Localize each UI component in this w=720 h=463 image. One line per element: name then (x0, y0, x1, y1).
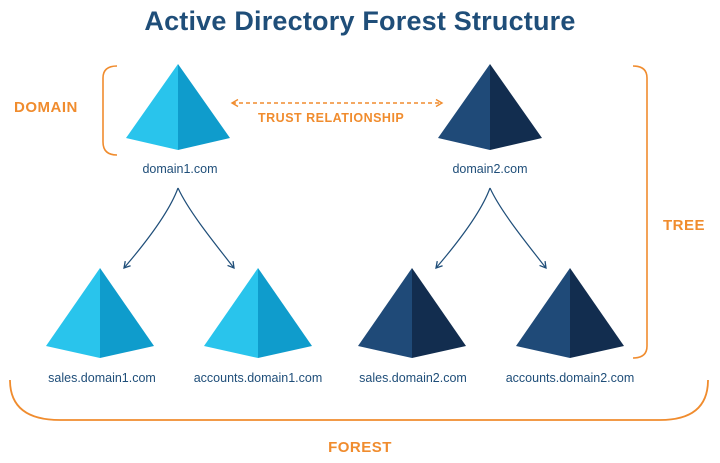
pyramid-domain2 (438, 64, 542, 150)
trust-relationship-label: TRUST RELATIONSHIP (258, 111, 405, 125)
arrow-domain1-to-accounts (177, 187, 235, 270)
arrow-domain2-to-accounts (489, 187, 547, 270)
pyramid-accounts-domain2 (516, 268, 624, 358)
pyramid-sales-domain1 (46, 268, 154, 358)
tree-label: TREE (663, 217, 706, 234)
tree-bracket (632, 65, 648, 359)
accounts-domain1-label: accounts.domain1.com (193, 371, 323, 385)
domain1-label: domain1.com (142, 162, 218, 176)
arrow-domain2-to-sales (435, 187, 491, 269)
pyramid-domain1 (126, 64, 230, 150)
forest-bracket (9, 379, 709, 421)
pyramid-accounts-domain1 (204, 268, 312, 358)
domain-label: DOMAIN (14, 99, 78, 116)
accounts-domain2-label: accounts.domain2.com (505, 371, 635, 385)
sales-domain1-label: sales.domain1.com (48, 371, 156, 385)
domain2-label: domain2.com (452, 162, 528, 176)
diagram-title: Active Directory Forest Structure (144, 6, 576, 36)
pyramid-sales-domain2 (358, 268, 466, 358)
sales-domain2-label: sales.domain2.com (359, 371, 467, 385)
arrow-domain1-to-sales (123, 187, 179, 269)
domain-bracket (102, 65, 118, 156)
forest-label: FOREST (328, 439, 392, 456)
